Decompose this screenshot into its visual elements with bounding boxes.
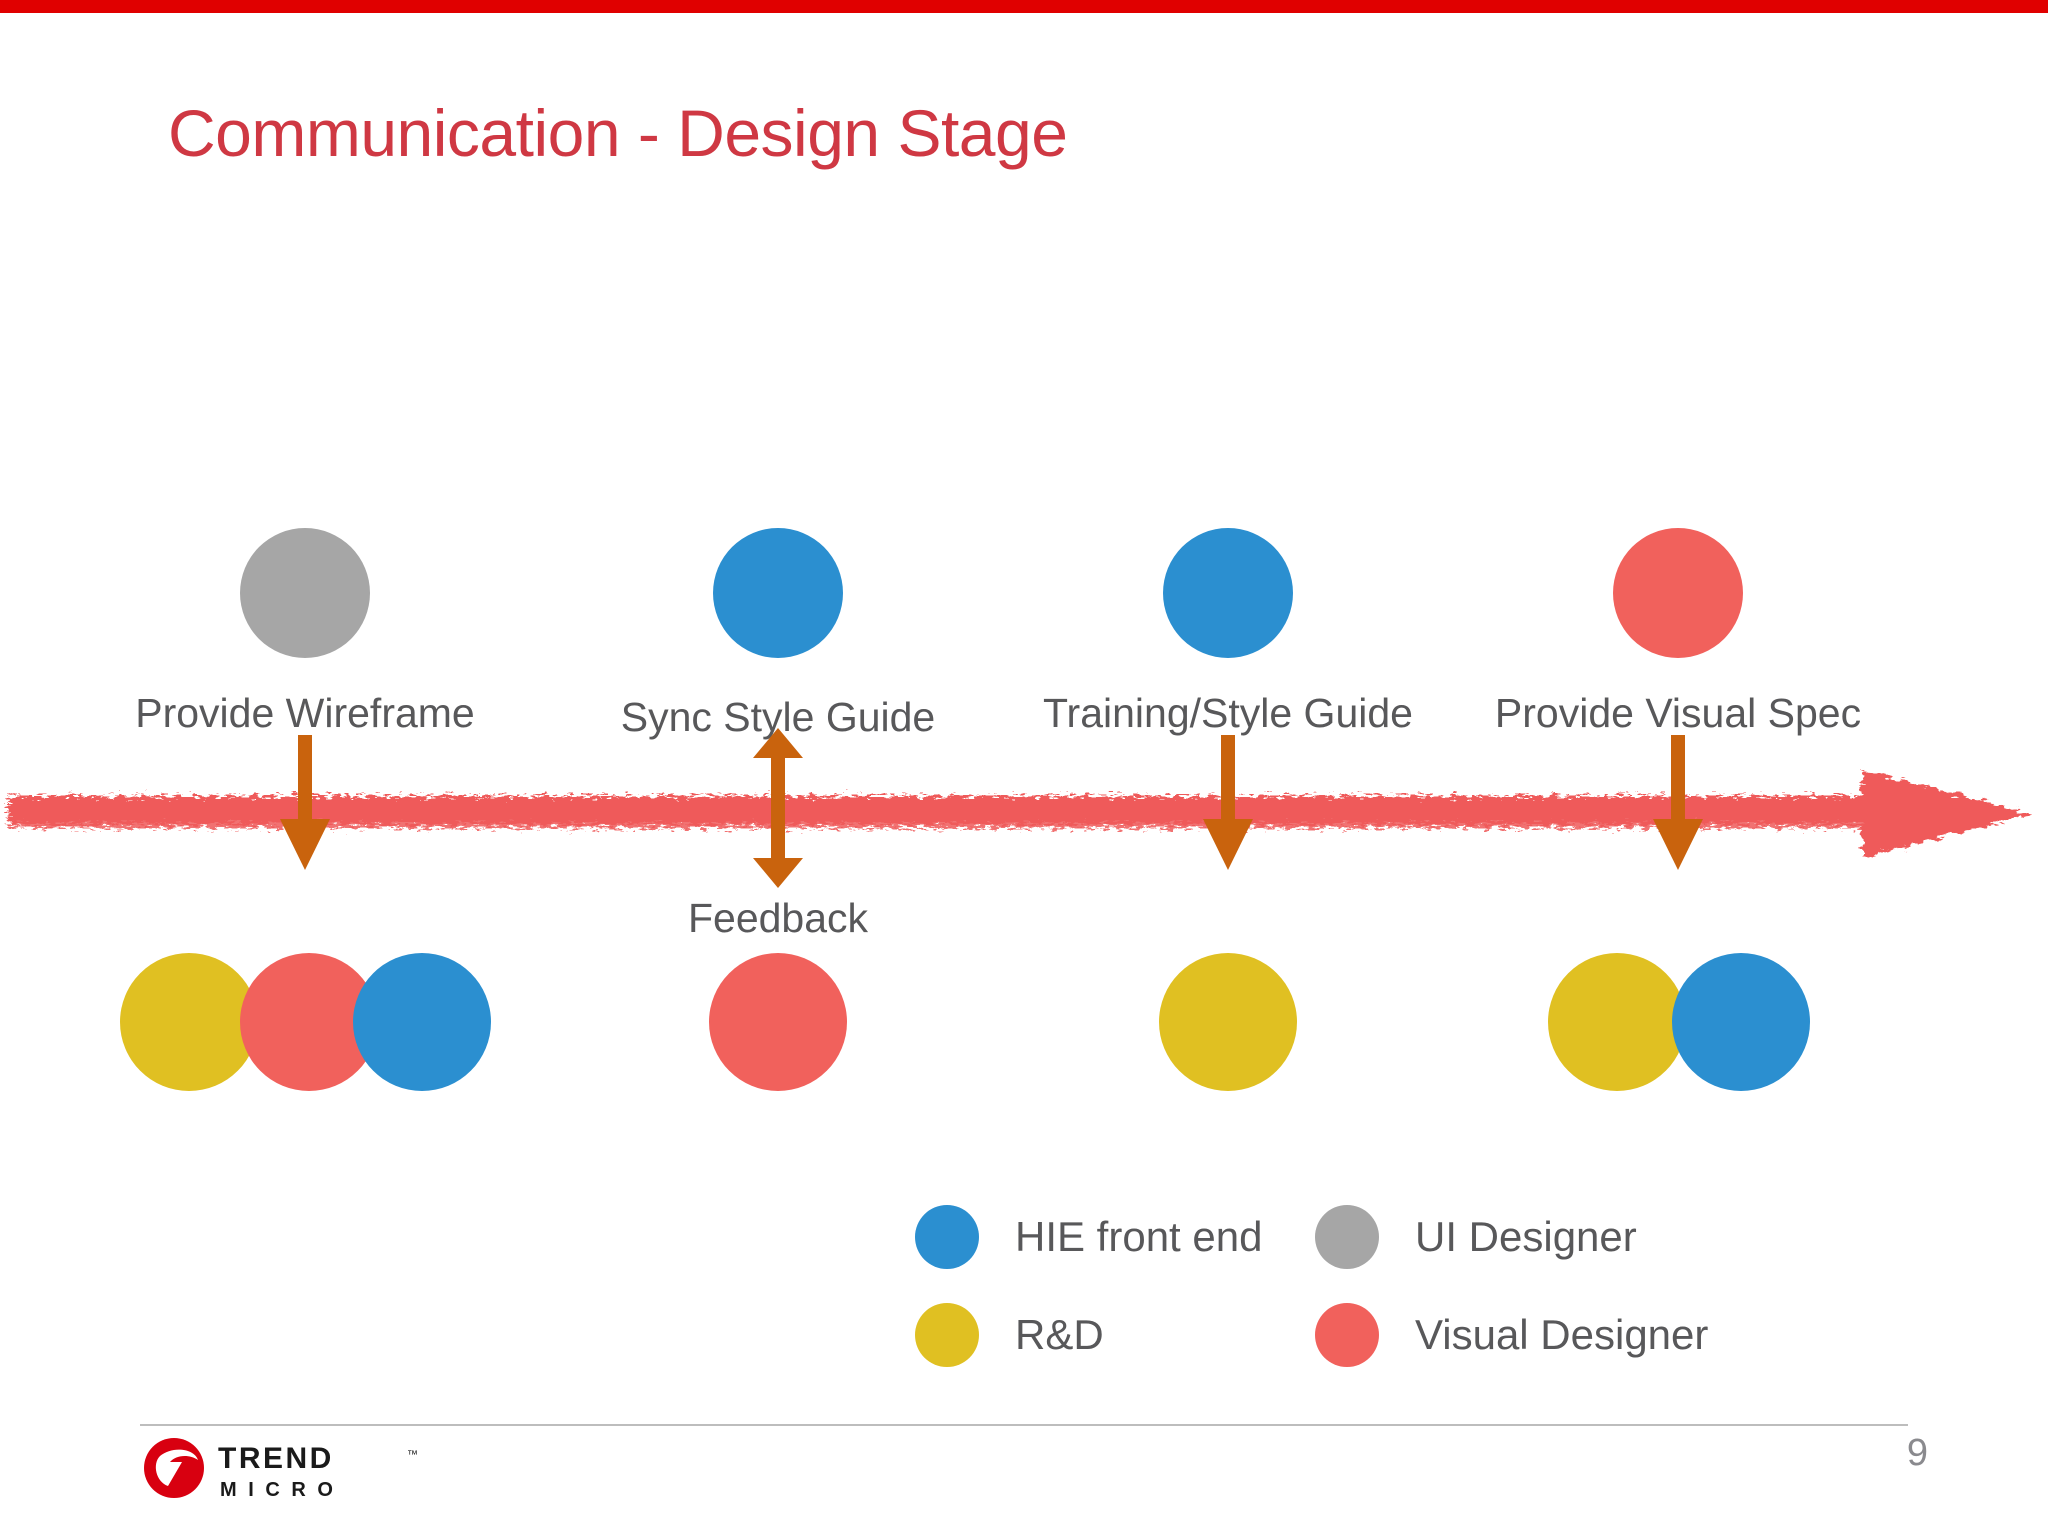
legend-item-rd: R&D xyxy=(915,1303,1104,1367)
logo-wordmark-micro: M I C R O xyxy=(220,1479,336,1501)
stage-3-label: Training/Style Guide xyxy=(1043,690,1413,736)
page-number: 9 xyxy=(1906,1432,1928,1474)
stage-3-top-actor xyxy=(1163,528,1293,658)
top-accent-bar xyxy=(0,0,2048,13)
legend-label-hie-front-end: HIE front end xyxy=(1015,1213,1263,1260)
stage-1-top-actor xyxy=(240,528,370,658)
logo-trademark: ™ xyxy=(407,1449,418,1461)
legend-swatch-red xyxy=(1315,1303,1379,1367)
stage-4-top-actor xyxy=(1613,528,1743,658)
stage-1-down-arrow xyxy=(280,735,330,870)
stage-2-updown-arrow xyxy=(753,728,803,888)
footer-divider xyxy=(140,1424,1908,1426)
stage-4-down-arrow xyxy=(1653,735,1703,870)
stage-1-bottom-actor-rd xyxy=(120,953,258,1091)
legend-label-ui-designer: UI Designer xyxy=(1415,1213,1637,1260)
stage-2-top-actor xyxy=(713,528,843,658)
trend-micro-mark xyxy=(144,1438,204,1498)
stage-4-bottom-actor-hie-front-end xyxy=(1672,953,1810,1091)
legend-item-ui-designer: UI Designer xyxy=(1315,1205,1637,1269)
stage-1-label: Provide Wireframe xyxy=(135,690,475,736)
legend: HIE front end R&D UI Designer Visual Des… xyxy=(915,1205,1915,1395)
stage-4-bottom-actor-rd xyxy=(1548,953,1686,1091)
timeline-arrowhead xyxy=(1862,770,2032,858)
legend-swatch-yellow xyxy=(915,1303,979,1367)
legend-swatch-gray xyxy=(1315,1205,1379,1269)
legend-label-visual-designer: Visual Designer xyxy=(1415,1311,1709,1358)
stage-3-bottom-actor-rd xyxy=(1159,953,1297,1091)
legend-item-visual-designer: Visual Designer xyxy=(1315,1303,1708,1367)
legend-item-hie-front-end: HIE front end xyxy=(915,1205,1262,1269)
legend-label-rd: R&D xyxy=(1015,1311,1104,1358)
stage-2-bottom-actor-visual-designer xyxy=(709,953,847,1091)
logo-wordmark-trend: TREND xyxy=(218,1442,334,1475)
stage-1-bottom-actor-hie-front-end xyxy=(353,953,491,1091)
page-title: Communication - Design Stage xyxy=(168,96,1068,170)
stage-3-down-arrow xyxy=(1203,735,1253,870)
stage-4-label: Provide Visual Spec xyxy=(1494,690,1862,736)
trend-micro-logo: TREND ™ M I C R O xyxy=(144,1438,418,1501)
feedback-label: Feedback xyxy=(687,895,869,941)
legend-swatch-blue xyxy=(915,1205,979,1269)
